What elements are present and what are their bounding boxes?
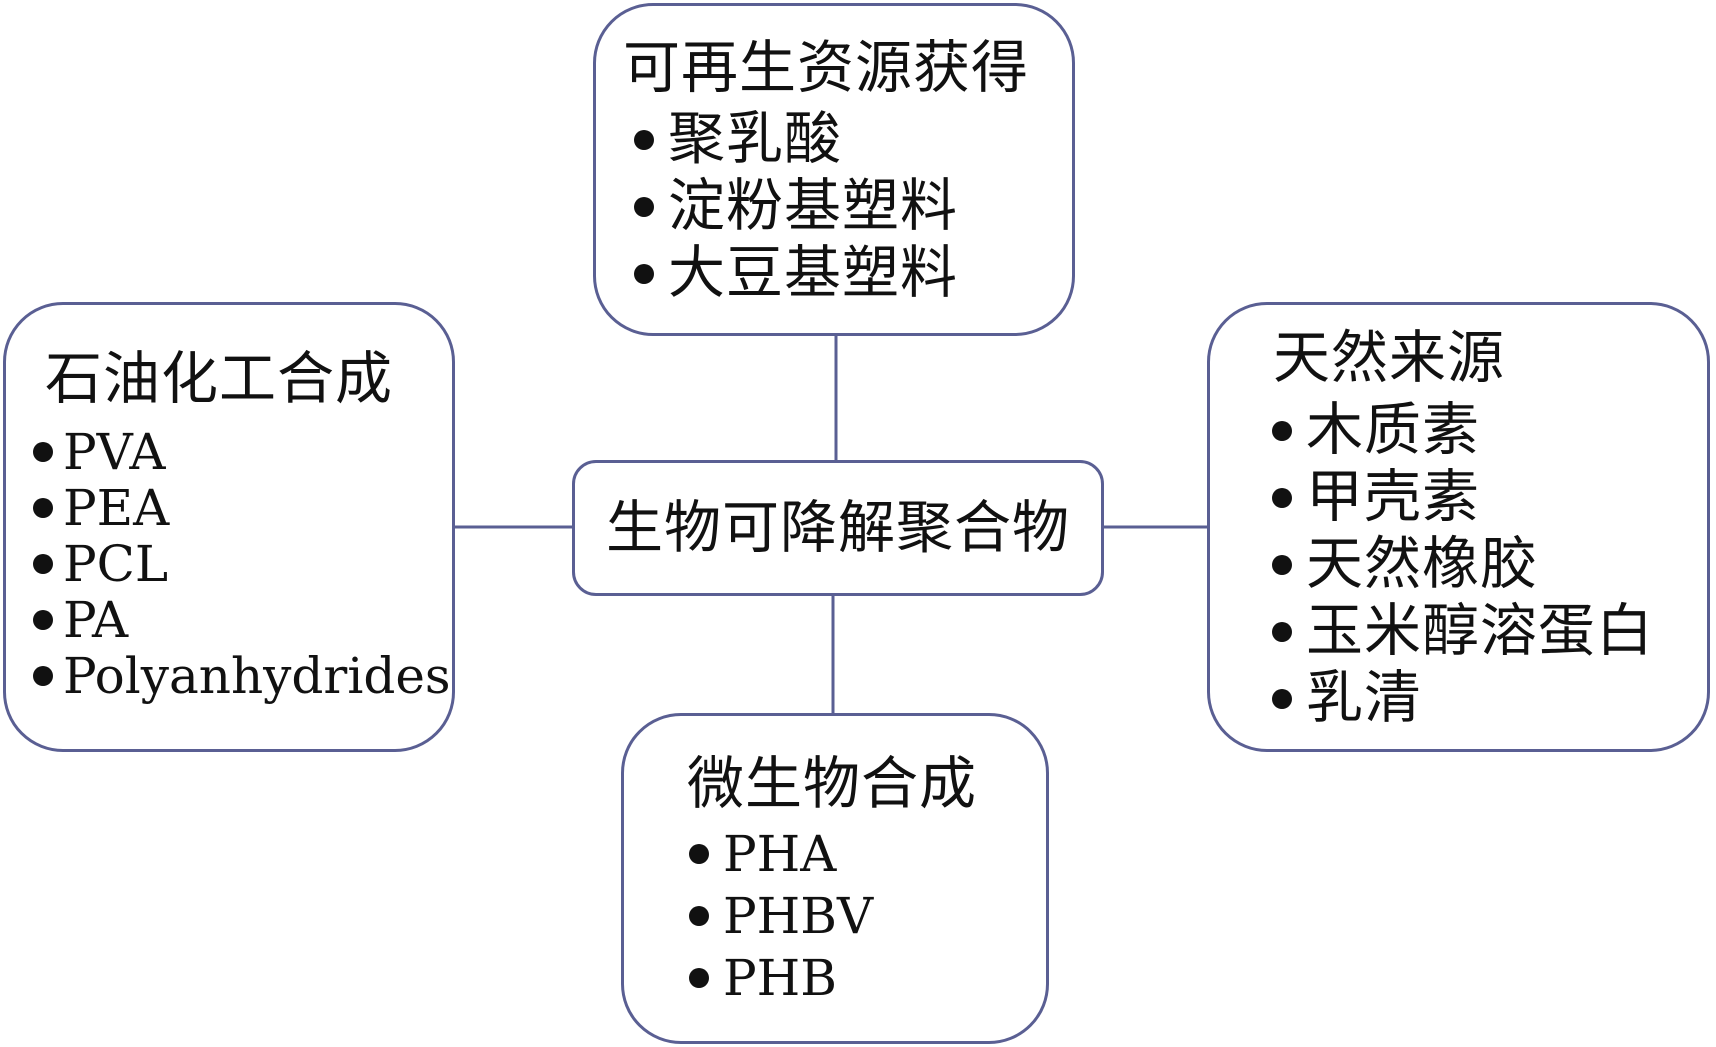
bullet-icon — [689, 844, 709, 864]
bullet-icon — [33, 498, 53, 518]
bullet-icon — [689, 968, 709, 988]
list-item-label: 木质素 — [1306, 397, 1480, 463]
group-title-microbial: 微生物合成 — [687, 751, 977, 817]
bullet-icon — [33, 442, 53, 462]
bullet-icon — [1272, 420, 1292, 441]
list-item: 甲壳素 — [1272, 464, 1654, 531]
bullet-icon — [1272, 487, 1292, 508]
bullet-icon — [634, 196, 654, 217]
list-item: 淀粉基塑料 — [634, 173, 958, 240]
bullet-icon — [1272, 688, 1292, 709]
group-box-petrochemical: 石油化工合成 PVA PEA PCL PA Polyanhydrides — [3, 302, 455, 752]
group-title-natural: 天然来源 — [1273, 325, 1505, 391]
bullet-icon — [1272, 621, 1292, 642]
list-item-label: 天然橡胶 — [1306, 531, 1538, 597]
group-list-petrochemical: PVA PEA PCL PA Polyanhydrides — [33, 424, 451, 704]
list-item: 大豆基塑料 — [634, 240, 958, 307]
list-item: PHBV — [689, 885, 873, 947]
bullet-icon — [33, 666, 53, 686]
bullet-icon — [634, 129, 654, 150]
group-list-microbial: PHA PHBV PHB — [689, 823, 873, 1009]
list-item: PEA — [33, 480, 451, 536]
list-item-label: 玉米醇溶蛋白 — [1306, 598, 1654, 664]
bullet-icon — [33, 610, 53, 630]
list-item-label: PA — [63, 591, 129, 649]
list-item: Polyanhydrides — [33, 648, 451, 704]
list-item-label: PCL — [63, 535, 169, 593]
list-item-label: 大豆基塑料 — [668, 240, 958, 306]
list-item-label: 淀粉基塑料 — [668, 173, 958, 239]
list-item: 玉米醇溶蛋白 — [1272, 598, 1654, 665]
list-item-label: PEA — [63, 479, 170, 537]
list-item-label: 乳清 — [1306, 665, 1422, 731]
list-item: 木质素 — [1272, 397, 1654, 464]
list-item: PHB — [689, 947, 873, 1009]
list-item: 天然橡胶 — [1272, 531, 1654, 598]
list-item-label: PVA — [63, 423, 166, 481]
list-item: 乳清 — [1272, 665, 1654, 732]
list-item-label: PHA — [723, 825, 837, 883]
list-item-label: 甲壳素 — [1306, 464, 1480, 530]
bullet-icon — [689, 906, 709, 926]
group-list-renewable: 聚乳酸 淀粉基塑料 大豆基塑料 — [634, 106, 958, 307]
list-item-label: Polyanhydrides — [63, 647, 451, 705]
list-item: PVA — [33, 424, 451, 480]
list-item-label: PHB — [723, 949, 837, 1007]
list-item: PHA — [689, 823, 873, 885]
bullet-icon — [634, 263, 654, 284]
group-box-renewable: 可再生资源获得 聚乳酸 淀粉基塑料 大豆基塑料 — [593, 3, 1075, 336]
list-item-label: 聚乳酸 — [668, 106, 842, 172]
group-box-natural: 天然来源 木质素 甲壳素 天然橡胶 玉米醇溶蛋白 乳清 — [1207, 302, 1710, 752]
group-title-petrochemical: 石油化工合成 — [45, 346, 393, 412]
list-item: PA — [33, 592, 451, 648]
center-title: 生物可降解聚合物 — [606, 494, 1070, 561]
group-list-natural: 木质素 甲壳素 天然橡胶 玉米醇溶蛋白 乳清 — [1272, 397, 1654, 732]
group-box-microbial: 微生物合成 PHA PHBV PHB — [621, 713, 1049, 1044]
bullet-icon — [1272, 554, 1292, 575]
list-item: PCL — [33, 536, 451, 592]
list-item-label: PHBV — [723, 887, 874, 945]
group-title-renewable: 可再生资源获得 — [623, 35, 1029, 101]
bullet-icon — [33, 554, 53, 574]
list-item: 聚乳酸 — [634, 106, 958, 173]
center-node: 生物可降解聚合物 — [572, 460, 1104, 596]
